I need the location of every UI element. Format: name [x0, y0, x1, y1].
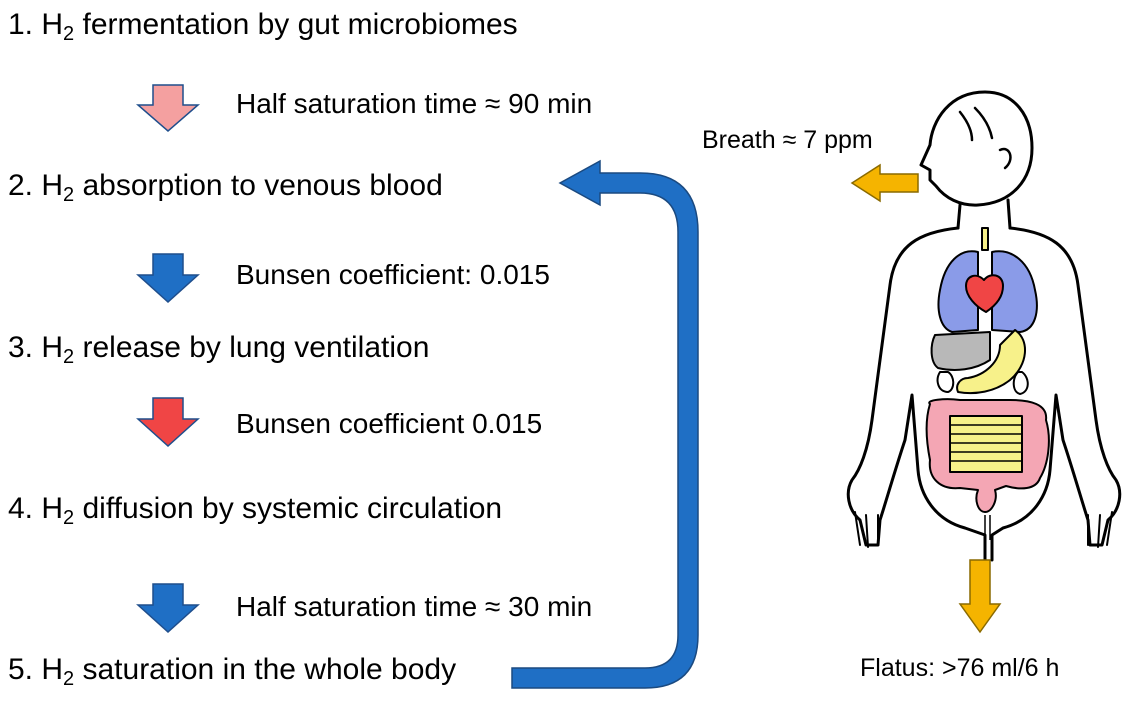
step-1-num: 1. H [8, 8, 64, 41]
step-2: 2. H2 absorption to venous blood [8, 169, 443, 207]
hair-line-1 [958, 110, 974, 142]
liver [930, 331, 991, 371]
right-hand [1087, 511, 1113, 548]
down-arrow-2 [136, 253, 200, 304]
step-5-text: saturation in the whole body [74, 653, 457, 686]
down-arrow-4 [136, 583, 200, 634]
step-3-text: release by lung ventilation [74, 331, 430, 364]
down-arrow-3 [136, 397, 200, 448]
transition-label-2: Bunsen coefficient: 0.015 [236, 259, 550, 290]
step-3: 3. H2 release by lung ventilation [8, 331, 429, 369]
transition-label-4: Half saturation time ≈ 30 min [236, 591, 593, 622]
step-4-sub: 2 [63, 507, 75, 529]
kidney-right [1012, 371, 1029, 395]
flatus-arrow [958, 559, 1002, 634]
down-arrow-4-shape [136, 583, 200, 634]
neck-left [956, 203, 962, 230]
breath-arrow [850, 163, 919, 203]
left-lung [937, 250, 979, 333]
stomach [956, 329, 1027, 395]
breath-label: Breath ≈ 7 ppm [702, 126, 873, 154]
step-1: 1. H2 fermentation by gut microbiomes [8, 8, 518, 46]
step-3-num: 3. H [8, 331, 64, 364]
step-1-sub: 2 [63, 23, 75, 45]
heart [965, 274, 1004, 313]
step-1-text: fermentation by gut microbiomes [74, 8, 518, 41]
down-arrow-3-shape [136, 397, 200, 448]
step-2-text: absorption to venous blood [74, 169, 443, 202]
step-2-num: 2. H [8, 169, 64, 202]
rectum-line [984, 515, 991, 540]
left-hand [854, 511, 879, 548]
step-4: 4. H2 diffusion by systemic circulation [8, 492, 502, 530]
step-2-sub: 2 [63, 184, 75, 206]
step-5: 5. H2 saturation in the whole body [8, 653, 456, 691]
flatus-label: Flatus: >76 ml/6 h [860, 654, 1060, 682]
right-lung [991, 250, 1038, 333]
down-arrow-1-shape [135, 84, 201, 132]
step-4-num: 4. H [8, 492, 64, 525]
small-intestine [949, 415, 1023, 473]
down-arrow-2-shape [136, 253, 200, 304]
transition-label-3: Bunsen coefficient 0.015 [236, 408, 543, 439]
small-intestine-folds [950, 424, 1022, 462]
neck-right [1006, 198, 1012, 230]
transition-label-1: Half saturation time ≈ 90 min [236, 88, 593, 119]
feedback-arrow-shape [511, 159, 699, 689]
step-5-sub: 2 [63, 668, 75, 690]
trachea [981, 227, 989, 251]
step-5-num: 5. H [8, 653, 64, 686]
head-outline [919, 90, 1034, 207]
hair-line-2 [973, 106, 994, 140]
down-arrow-1 [135, 84, 201, 132]
kidney-left [936, 371, 955, 393]
step-4-text: diffusion by systemic circulation [74, 492, 503, 525]
step-3-sub: 2 [63, 346, 75, 368]
ear-outline [998, 147, 1012, 170]
